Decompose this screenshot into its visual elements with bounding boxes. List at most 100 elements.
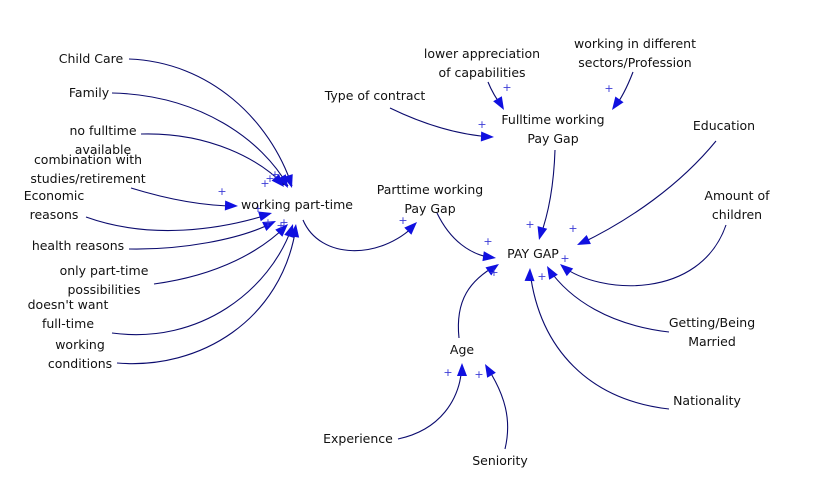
link-age-to-pay_gap: + (457, 264, 499, 339)
node-label: Married (688, 334, 736, 349)
node-family[interactable]: Family (69, 85, 110, 100)
link-curve (486, 366, 509, 450)
arrowhead-icon (289, 224, 300, 238)
link-curve (547, 267, 670, 333)
node-label: of capabilities (438, 65, 525, 80)
link-lower_appreciation-to-fulltime_gap: + (487, 81, 512, 110)
link-curve (153, 225, 287, 285)
link-health-to-working_parttime: + (128, 216, 276, 250)
node-label: no fulltime (69, 123, 136, 138)
node-label: Economic (24, 188, 85, 203)
arrowhead-icon (480, 131, 494, 142)
polarity-sign: + (276, 219, 285, 232)
arrowhead-icon (560, 264, 574, 277)
node-label: Fulltime working (501, 112, 604, 127)
link-no_fulltime-to-working_parttime: + (140, 133, 285, 187)
node-label: Family (69, 85, 110, 100)
arrowhead-icon (524, 268, 535, 282)
node-label: combination with (34, 152, 142, 167)
polarity-sign: + (474, 368, 483, 381)
arrowhead-icon (485, 264, 499, 276)
node-label: Child Care (59, 51, 124, 66)
polarity-sign: + (265, 172, 274, 185)
arrowhead-icon (457, 363, 467, 376)
link-curve (397, 365, 463, 440)
link-only_parttime-to-working_parttime: + (153, 219, 288, 285)
node-label: studies/retirement (30, 171, 145, 186)
arrowhead-icon (493, 96, 504, 110)
arrowhead-icon (262, 221, 276, 232)
polarity-sign: + (604, 82, 613, 95)
node-label: Pay Gap (527, 131, 578, 146)
node-label: working part-time (241, 197, 353, 212)
node-label: Nationality (673, 393, 741, 408)
node-label: health reasons (32, 238, 124, 253)
node-nationality[interactable]: Nationality (673, 393, 741, 408)
node-label: Age (450, 342, 474, 357)
link-curve (579, 140, 717, 245)
polarity-sign: + (560, 252, 569, 265)
node-type-contract[interactable]: Type of contract (324, 88, 426, 103)
node-label: Getting/Being (669, 315, 755, 330)
node-economic[interactable]: Economic reasons (24, 188, 85, 222)
link-curve (529, 271, 670, 410)
node-combination[interactable]: combination with studies/retirement (30, 152, 145, 186)
node-label: working in different (574, 36, 696, 51)
node-pay-gap[interactable]: PAY GAP (507, 246, 559, 261)
node-label: reasons (30, 207, 79, 222)
link-curve (539, 149, 556, 238)
node-seniority[interactable]: Seniority (472, 453, 528, 468)
arrowhead-icon (612, 96, 624, 110)
arrowhead-icon (482, 251, 496, 262)
link-curve (140, 133, 285, 186)
node-label: Pay Gap (404, 201, 455, 216)
node-label: possibilities (67, 282, 140, 297)
node-label: Education (693, 118, 755, 133)
polarity-sign: + (443, 366, 452, 379)
links-layer: ++++++++++++++++++++ (85, 58, 727, 450)
polarity-sign: + (260, 177, 269, 190)
link-amount_children-to-pay_gap: + (560, 224, 727, 287)
arrowhead-icon (537, 226, 548, 240)
link-education-to-pay_gap: + (568, 140, 717, 245)
node-label: PAY GAP (507, 246, 559, 261)
node-different-sectors[interactable]: working in different sectors/Profession (574, 36, 696, 70)
node-experience[interactable]: Experience (323, 431, 393, 446)
node-label: Type of contract (324, 88, 426, 103)
link-nationality-to-pay_gap (524, 268, 670, 410)
arrowhead-icon (258, 211, 272, 222)
node-education[interactable]: Education (693, 118, 755, 133)
polarity-sign: + (398, 214, 407, 227)
node-working-parttime[interactable]: working part-time (241, 197, 353, 212)
polarity-sign: + (483, 235, 492, 248)
polarity-sign: + (525, 218, 534, 231)
link-curve (111, 92, 289, 187)
polarity-sign: + (489, 266, 498, 279)
node-label: children (712, 207, 762, 222)
link-economic-to-working_parttime: + (85, 202, 272, 232)
node-child-care[interactable]: Child Care (59, 51, 124, 66)
node-health[interactable]: health reasons (32, 238, 124, 253)
link-type_contract-to-fulltime_gap: + (389, 107, 494, 142)
node-age[interactable]: Age (450, 342, 474, 357)
polarity-sign: + (217, 185, 226, 198)
link-experience-to-age: + (397, 363, 467, 440)
link-seniority-to-age: + (474, 364, 509, 450)
link-curve (561, 224, 727, 287)
polarity-sign: + (253, 202, 262, 215)
node-label: doesn't want (28, 297, 109, 312)
link-curve (116, 226, 297, 365)
arrowhead-icon (485, 364, 496, 378)
node-label: sectors/Profession (578, 55, 691, 70)
arrowhead-icon (577, 234, 591, 245)
